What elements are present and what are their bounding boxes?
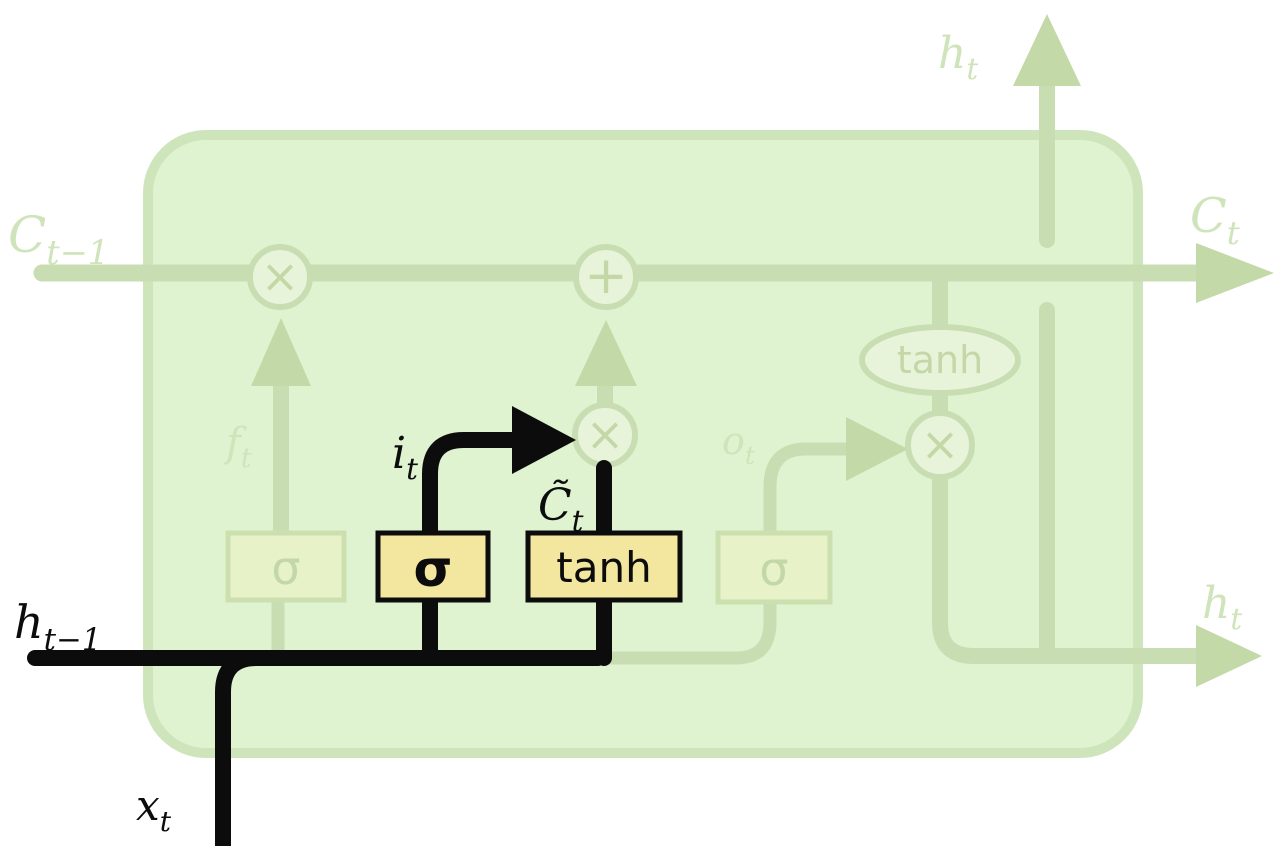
cell-tanh-node xyxy=(859,324,1021,396)
input-gate-arrow-icon xyxy=(512,406,576,474)
candidate-tanh-label: tanh xyxy=(556,543,651,592)
hidden-right-arrow-icon xyxy=(1196,625,1262,687)
add-arrow-icon xyxy=(575,320,637,386)
label-hidden-prev: ht−1 xyxy=(14,595,101,658)
add-node xyxy=(573,244,639,310)
forget-multiply-node xyxy=(247,244,313,310)
input-multiply-icon: × xyxy=(586,407,625,461)
cell-state-arrow-icon xyxy=(1196,243,1274,303)
input-sigma-label: σ xyxy=(414,540,453,598)
output-multiply-icon: × xyxy=(921,417,960,471)
input-gate-curve xyxy=(422,432,520,541)
input-x-line xyxy=(215,650,265,846)
label-hidden-out-right: ht xyxy=(1202,578,1242,636)
hidden-top-arrow-icon xyxy=(1013,14,1081,86)
candidate-tanh-box xyxy=(525,530,683,603)
output-multiply-node xyxy=(905,410,975,480)
label-input-x: xt xyxy=(136,781,172,838)
output-sigma-label: σ xyxy=(759,542,788,596)
output-gate-arrow-icon xyxy=(846,417,908,481)
label-cell-state-next: Ct xyxy=(1190,188,1240,252)
forget-sigma-label: σ xyxy=(271,541,300,595)
label-candidate: C̃t xyxy=(538,478,584,538)
output-gate-curve xyxy=(763,442,855,540)
label-output-gate: ot xyxy=(722,419,756,471)
forget-multiply-icon: × xyxy=(261,249,300,303)
output-path-line xyxy=(932,270,1206,664)
output-sigma-box xyxy=(715,530,833,605)
add-icon: + xyxy=(584,246,628,306)
label-cell-state-prev: Ct−1 xyxy=(8,206,109,272)
cell-tanh-label: tanh xyxy=(897,338,983,382)
label-hidden-out-top: ht xyxy=(938,28,978,86)
forget-sigma-box xyxy=(225,530,347,603)
input-sigma-box xyxy=(375,530,491,603)
input-line-to-output-gate xyxy=(589,597,777,665)
label-input-gate: it xyxy=(392,428,418,486)
forget-arrow-icon xyxy=(251,318,311,386)
